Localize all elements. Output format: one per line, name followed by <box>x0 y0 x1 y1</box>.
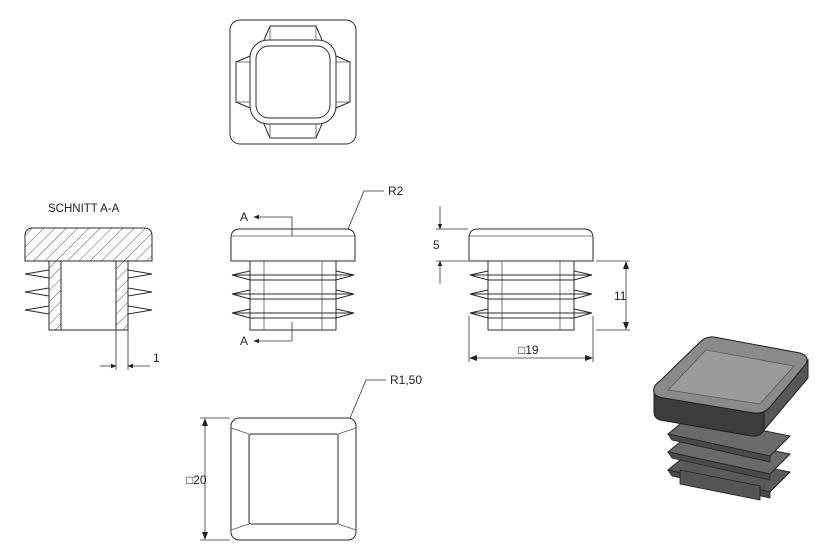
section-marker-top: A <box>240 210 248 224</box>
dim-radius-r2: R2 <box>388 184 404 198</box>
dim-cap-height: 5 <box>433 238 440 252</box>
section-marker-bottom: A <box>240 334 248 348</box>
dim-wall-thickness: 1 <box>153 351 160 365</box>
section-view: SCHNITT A-A 1 <box>24 203 160 370</box>
isometric-render <box>653 336 809 501</box>
dim-body-height: 11 <box>614 289 627 303</box>
front-view: A A R2 <box>230 184 404 348</box>
side-view: 5 11 □19 <box>433 206 630 362</box>
bottom-view: R1,50 □20 <box>186 373 422 541</box>
fin-stack <box>231 270 355 319</box>
section-title: SCHNITT A-A <box>48 203 120 215</box>
dim-width-20: □20 <box>186 473 207 487</box>
dim-width-19: □19 <box>518 343 539 357</box>
top-view <box>229 19 357 145</box>
dim-radius-r150: R1,50 <box>390 373 422 387</box>
